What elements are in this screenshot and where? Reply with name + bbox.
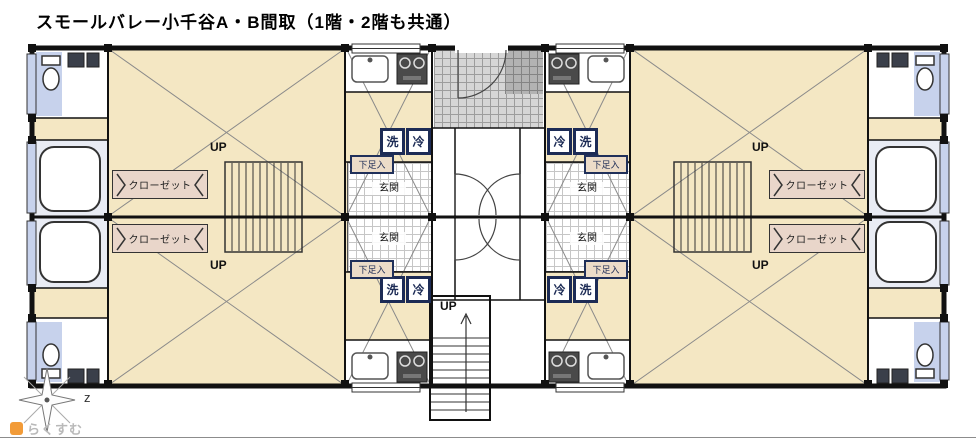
closet-chevron-icon xyxy=(851,227,861,250)
closet-chevron-icon xyxy=(773,173,783,196)
closet-chevron-icon xyxy=(773,227,783,250)
washing-machine-box: 洗 xyxy=(380,276,405,303)
closet-chevron-icon xyxy=(194,227,204,250)
closet-box: クローゼット xyxy=(112,224,208,253)
refrigerator-box: 冷 xyxy=(547,276,572,303)
genkan-label: 玄関 xyxy=(372,182,406,195)
stairs-up-label: UP xyxy=(210,258,227,272)
entrance-porch-dark-tiles xyxy=(505,50,543,94)
closet-label: クローゼット xyxy=(128,181,192,192)
bathtub-icon xyxy=(39,146,937,283)
kitchen-sink-icon xyxy=(351,55,625,380)
closet-chevron-icon xyxy=(851,173,861,196)
door-arcs xyxy=(454,49,521,261)
closet-label: クローゼット xyxy=(128,235,192,246)
vanity-icon xyxy=(67,52,909,384)
staircase-left xyxy=(224,161,303,253)
washing-machine-box: 洗 xyxy=(573,128,598,155)
stairs-up-label: UP xyxy=(752,140,769,154)
refrigerator-box: 冷 xyxy=(547,128,572,155)
shared-hallway xyxy=(432,128,545,300)
refrigerator-box: 冷 xyxy=(406,128,431,155)
plan-title: スモールバレー小千谷A・B間取（1階・2階も共通） xyxy=(36,13,462,32)
toilet-icon xyxy=(41,55,935,379)
stairs-up-label: UP xyxy=(440,299,457,313)
page-bottom-divider xyxy=(0,437,976,438)
genkan-label: 玄関 xyxy=(570,182,604,195)
shoe-cabinet-box: 下足入 xyxy=(350,260,394,279)
shoe-cabinet-box: 下足入 xyxy=(584,155,628,174)
compass-rose xyxy=(18,367,76,433)
stove-icon xyxy=(396,53,580,383)
rakusumu-logo: らくすむ xyxy=(10,419,83,438)
shoe-cabinet-box: 下足入 xyxy=(350,155,394,174)
washing-machine-box: 洗 xyxy=(573,276,598,303)
central-stairwell xyxy=(430,296,490,420)
wall-lines xyxy=(29,45,947,389)
refrigerator-box: 冷 xyxy=(406,276,431,303)
stairs-up-label: UP xyxy=(210,140,227,154)
staircase-right xyxy=(673,161,752,253)
closet-label: クローゼット xyxy=(785,181,849,192)
stairs-up-label: UP xyxy=(752,258,769,272)
window-marks xyxy=(26,43,950,393)
closet-chevron-icon xyxy=(116,173,126,196)
closet-chevron-icon xyxy=(116,227,126,250)
washing-machine-box: 洗 xyxy=(380,128,405,155)
staircase-center xyxy=(429,295,491,421)
closet-box: クローゼット xyxy=(769,170,865,199)
logo-mark-icon xyxy=(10,422,23,435)
closet-label: クローゼット xyxy=(785,235,849,246)
door-gap xyxy=(455,43,508,53)
shoe-cabinet-box: 下足入 xyxy=(584,260,628,279)
logo-text: らくすむ xyxy=(27,422,84,437)
compass-direction-letter: z xyxy=(84,390,91,405)
closet-chevron-icon xyxy=(194,173,204,196)
closet-box: クローゼット xyxy=(769,224,865,253)
genkan-label: 玄関 xyxy=(570,232,604,245)
closet-box: クローゼット xyxy=(112,170,208,199)
genkan-label: 玄関 xyxy=(372,232,406,245)
